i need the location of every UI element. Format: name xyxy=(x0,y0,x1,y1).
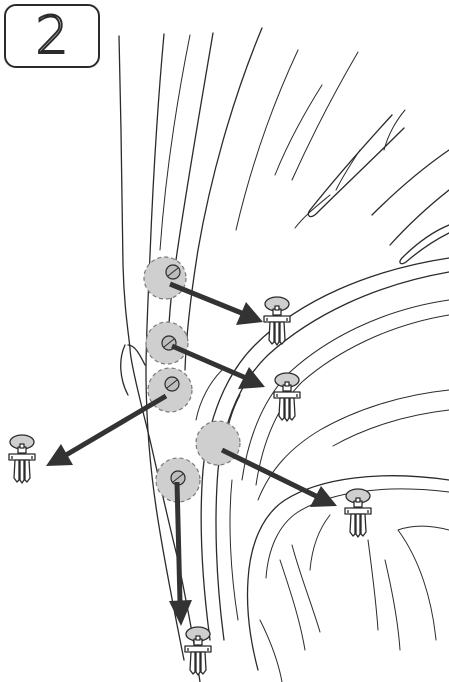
clip-location-arch-rear xyxy=(196,421,240,465)
clip-location-upper-front-1 xyxy=(144,257,186,299)
clip-location-upper-front-2 xyxy=(146,322,188,364)
arrow-arch-rear xyxy=(222,450,337,507)
clip-fastener-5-icon xyxy=(185,627,211,675)
arrow-upper-front-1 xyxy=(170,284,263,325)
clip-fastener-3-icon xyxy=(9,435,35,483)
arrow-lower-front xyxy=(169,482,192,626)
upper-panel-lines xyxy=(236,50,449,264)
clip-fastener-4-icon xyxy=(345,489,371,537)
wheel-well xyxy=(247,476,449,682)
clip-fastener-1-icon xyxy=(264,297,290,345)
